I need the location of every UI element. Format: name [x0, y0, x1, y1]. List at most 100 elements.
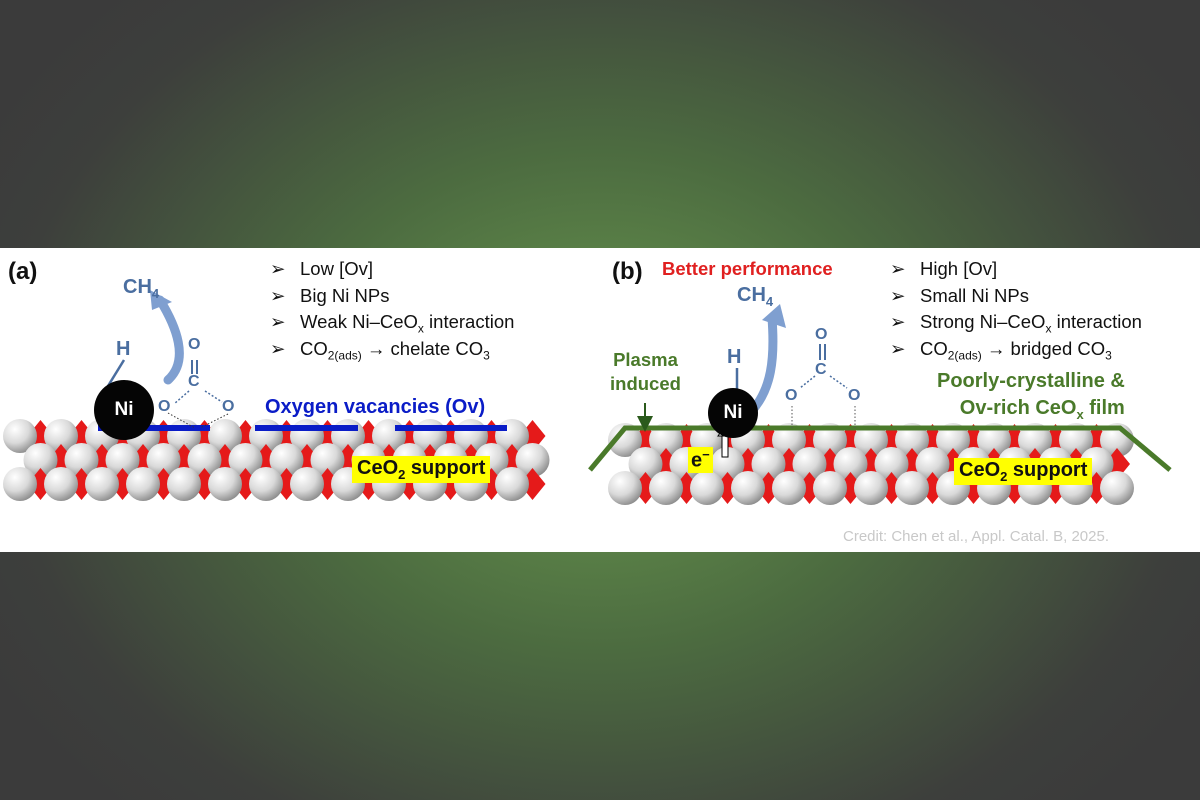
cerium-atom: [208, 419, 242, 453]
oxygen-vacancies-label: Oxygen vacancies (Ov): [265, 396, 486, 418]
vacancy-bar-3: [395, 425, 507, 431]
ceox-film: [588, 425, 1172, 472]
cerium-atom: [208, 467, 242, 501]
bullet-b-2: ➢Small Ni NPs: [890, 283, 1142, 310]
bullet-arrow-icon: ➢: [270, 258, 286, 279]
cerium-atom: [495, 467, 529, 501]
bullet-a-3: ➢Weak Ni–CeOx interaction: [270, 311, 515, 336]
cerium-atom: [895, 471, 929, 505]
electron-label: e−: [688, 447, 713, 473]
cerium-atom: [1059, 423, 1093, 457]
bullet-arrow-icon: ➢: [270, 284, 286, 306]
cerium-atom: [105, 443, 140, 477]
cerium-atom: [792, 447, 827, 481]
cerium-atom: [228, 443, 263, 477]
cerium-atom: [126, 467, 160, 501]
bullet-a-4: ➢CO2(ads) → chelate CO3: [270, 337, 490, 363]
ch4-arrow-head-b: [762, 304, 786, 328]
cerium-atom: [290, 467, 324, 501]
cerium-atom: [3, 467, 37, 501]
better-performance-label: Better performance: [662, 258, 833, 279]
cerium-atom: [608, 423, 642, 457]
plasma-induced-label: Plasma induced: [610, 349, 681, 394]
cerium-atom: [751, 447, 786, 481]
ni-particle-a: Ni: [94, 380, 154, 440]
cerium-atom: [895, 423, 929, 457]
cerium-atom: [44, 419, 78, 453]
bullet-b-4: ➢CO2(ads) → bridged CO3: [890, 337, 1112, 363]
cerium-atom: [167, 467, 201, 501]
bridged-carbonate: [791, 344, 856, 428]
cerium-atom: [628, 447, 663, 481]
cerium-atom: [813, 423, 847, 457]
ch4-release-arrow-a: [155, 295, 184, 385]
bullet-arrow-icon: ➢: [270, 337, 286, 359]
diagram-canvas: [3, 290, 1172, 505]
cerium-atom: [64, 443, 99, 477]
cerium-atom: [772, 423, 806, 457]
cerium-atom: [608, 471, 642, 505]
ch4-arrow-head-a: [150, 290, 172, 310]
cerium-atom: [915, 447, 950, 481]
cerium-atom: [269, 443, 304, 477]
h-bond-a: [106, 359, 126, 387]
panel-a-label: (a): [8, 258, 38, 285]
credit-text: Credit: Chen et al., Appl. Catal. B, 202…: [843, 528, 1109, 545]
bullet-a-1: ➢Low [Ov]: [270, 256, 514, 283]
cerium-atom: [874, 447, 909, 481]
cerium-atom: [1018, 423, 1052, 457]
cerium-atom: [44, 467, 78, 501]
o-right-b: O: [848, 387, 861, 404]
cerium-atom: [710, 447, 745, 481]
cerium-atom: [249, 467, 283, 501]
cerium-atom: [85, 467, 119, 501]
cerium-atom: [310, 443, 345, 477]
ceo2-support-label-a: CeO2 support: [352, 456, 491, 483]
chelate-carbonate: [167, 360, 229, 429]
cerium-atom: [936, 423, 970, 457]
panel-a-bullets: ➢Low [Ov] ➢Big Ni NPs ➢Weak Ni–CeOx inte…: [270, 256, 514, 362]
cerium-atom: [854, 423, 888, 457]
bullet-arrow-icon: ➢: [890, 284, 906, 306]
cerium-atom: [977, 423, 1011, 457]
cerium-atom: [23, 443, 58, 477]
cerium-atom: [772, 471, 806, 505]
ch4-label-a: CH4: [123, 276, 160, 301]
cerium-atom: [833, 447, 868, 481]
ceo2-lattice-b: [608, 423, 1134, 505]
c-atom-b: C: [815, 361, 827, 378]
cerium-atom: [813, 471, 847, 505]
o-left-b: O: [785, 387, 798, 404]
cerium-atom: [3, 419, 37, 453]
h-atom-b: H: [727, 346, 742, 368]
cerium-atom: [854, 471, 888, 505]
h-atom-a: H: [116, 338, 131, 360]
c-atom-a: C: [188, 373, 200, 390]
cerium-atom: [731, 471, 765, 505]
ceox-film-label: Poorly-crystalline & Ov-rich CeOx film: [937, 370, 1125, 422]
cerium-atom: [146, 443, 181, 477]
o-top-b: O: [815, 326, 828, 343]
vacancy-bar-2: [255, 425, 358, 431]
vacancy-bar-1: [98, 425, 210, 431]
panel-b-label: (b): [612, 258, 643, 285]
o-left-a: O: [158, 398, 171, 415]
cerium-atom: [649, 471, 683, 505]
panel-b-bullets: ➢High [Ov] ➢Small Ni NPs ➢Strong Ni–CeOx…: [890, 256, 1142, 362]
bullet-arrow-icon: ➢: [890, 258, 906, 279]
o-top-a: O: [188, 336, 201, 353]
bullet-arrow-icon: ➢: [270, 311, 286, 332]
ni-particle-b: Ni: [708, 388, 758, 438]
bullet-b-1: ➢High [Ov]: [890, 256, 1142, 283]
bullet-arrow-icon: ➢: [890, 311, 906, 332]
ceo2-support-label-b: CeO2 support: [954, 458, 1093, 485]
cerium-atom: [515, 443, 550, 477]
bullet-a-2: ➢Big Ni NPs: [270, 283, 514, 310]
bullet-arrow-icon: ➢: [890, 337, 906, 359]
ch4-label-b: CH4: [737, 284, 774, 309]
o-right-a: O: [222, 398, 235, 415]
cerium-atom: [1100, 471, 1134, 505]
cerium-atom: [649, 423, 683, 457]
bullet-b-3: ➢Strong Ni–CeOx interaction: [890, 311, 1142, 336]
cerium-atom: [187, 443, 222, 477]
